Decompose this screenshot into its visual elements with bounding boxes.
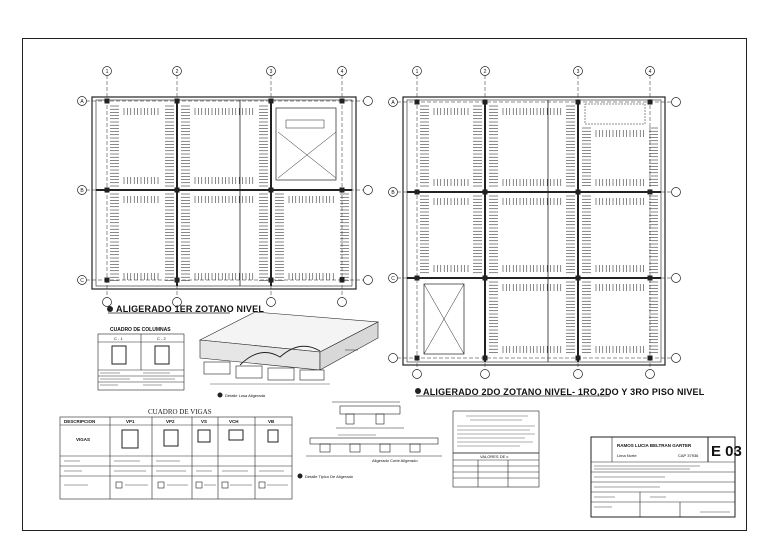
grid-label: B — [80, 188, 84, 194]
grid-label: 2 — [484, 69, 487, 75]
loads-table-title: VALORES DE c — [480, 454, 508, 459]
columns-header: C - 1 — [114, 336, 123, 341]
beams-header: VCH — [229, 419, 239, 424]
designer-location: Lima Norte — [617, 453, 637, 458]
column-node — [482, 275, 488, 281]
right-grid-labels: 1 2 3 4 A B C — [391, 69, 651, 282]
grid-label: 3 — [577, 69, 580, 75]
grid-label: C — [391, 276, 395, 282]
column-node — [482, 355, 488, 361]
grid-label: A — [391, 100, 395, 106]
column-node — [339, 187, 345, 193]
beams-header: VB — [268, 419, 275, 424]
right-floor-plan — [397, 75, 672, 372]
beams-table — [59, 416, 293, 500]
grid-label: A — [80, 99, 84, 105]
column-node — [414, 99, 420, 105]
column-node — [339, 277, 345, 283]
grid-label: 2 — [176, 69, 179, 75]
left-grid-labels: 1 2 3 4 A B C — [80, 69, 343, 284]
joist-section-caption: Aligerado Corte Aligerado — [372, 458, 418, 463]
left-columns — [104, 98, 345, 283]
section-marker-icon — [107, 306, 113, 312]
column-node — [174, 277, 180, 283]
column-node — [268, 98, 274, 104]
column-node — [575, 355, 581, 361]
drawing-sheet — [22, 38, 747, 531]
column-node — [482, 99, 488, 105]
title-block — [590, 436, 736, 518]
slab-isometric-detail — [198, 311, 380, 385]
slab-detail-caption: Detalle Losa Aligerada — [225, 393, 266, 398]
column-node — [414, 189, 420, 195]
columns-header: C - 2 — [157, 336, 166, 341]
joist-section-detail — [306, 401, 442, 457]
grid-label: B — [391, 190, 395, 196]
joist-detail-caption: Detalle Tipico De Aligerado — [305, 474, 354, 479]
section-marker-icon — [415, 388, 421, 394]
grid-label: 1 — [416, 69, 419, 75]
column-node — [647, 355, 653, 361]
columns-table-fill-text — [100, 372, 175, 386]
sheet-number: E 03 — [711, 443, 742, 460]
column-node — [339, 98, 345, 104]
column-node — [104, 187, 110, 193]
beams-row-label: VIGAS — [76, 437, 90, 442]
column-node — [647, 275, 653, 281]
beams-table-fill-text — [64, 460, 288, 486]
designer-name: RAMOS LUCIA BELTRAN GARTER — [617, 443, 692, 448]
detail-marker-icon — [217, 392, 223, 398]
left-floor-plan — [86, 75, 364, 298]
right-columns — [414, 99, 653, 361]
column-node — [268, 277, 274, 283]
column-node — [174, 187, 180, 193]
right-plan-title: ALIGERADO 2DO ZOTANO NIVEL- 1RO,2DO Y 3R… — [423, 387, 705, 397]
general-notes-box — [452, 410, 540, 488]
column-node — [647, 99, 653, 105]
left-joist-hatching — [110, 105, 349, 281]
beams-table-headers: DESCRIPCION VP1 VP2 VS VCH VB VIGAS — [64, 419, 275, 442]
grid-label: 4 — [341, 69, 344, 75]
grid-label: 3 — [270, 69, 273, 75]
beams-header: VP1 — [126, 419, 135, 424]
grid-label: C — [80, 278, 84, 284]
column-node — [174, 98, 180, 104]
left-grid-bubbles — [77, 66, 373, 307]
grid-label: 4 — [649, 69, 652, 75]
column-node — [575, 189, 581, 195]
column-node — [482, 189, 488, 195]
right-joist-hatching — [420, 105, 658, 353]
column-node — [414, 355, 420, 361]
column-node — [268, 187, 274, 193]
beams-table-title: CUADRO DE VIGAS — [148, 408, 212, 416]
left-plan-title: ALIGERADO 1ER ZOTANO NIVEL — [116, 304, 264, 314]
grid-label: 1 — [106, 69, 109, 75]
columns-table-title: CUADRO DE COLUMNAS — [110, 327, 171, 333]
column-node — [575, 275, 581, 281]
designer-cap: CAP 37936 — [678, 453, 699, 458]
beams-header: VP2 — [166, 419, 175, 424]
columns-table — [97, 333, 185, 391]
column-node — [414, 275, 420, 281]
beams-header: VS — [201, 419, 207, 424]
right-grid-bubbles — [388, 66, 681, 379]
column-node — [104, 98, 110, 104]
detail-marker-icon — [297, 473, 303, 479]
beams-header: DESCRIPCION — [64, 419, 95, 424]
column-node — [575, 99, 581, 105]
notes-text-lines — [457, 415, 535, 447]
column-node — [104, 277, 110, 283]
title-block-text-lines — [594, 465, 730, 513]
column-node — [647, 189, 653, 195]
